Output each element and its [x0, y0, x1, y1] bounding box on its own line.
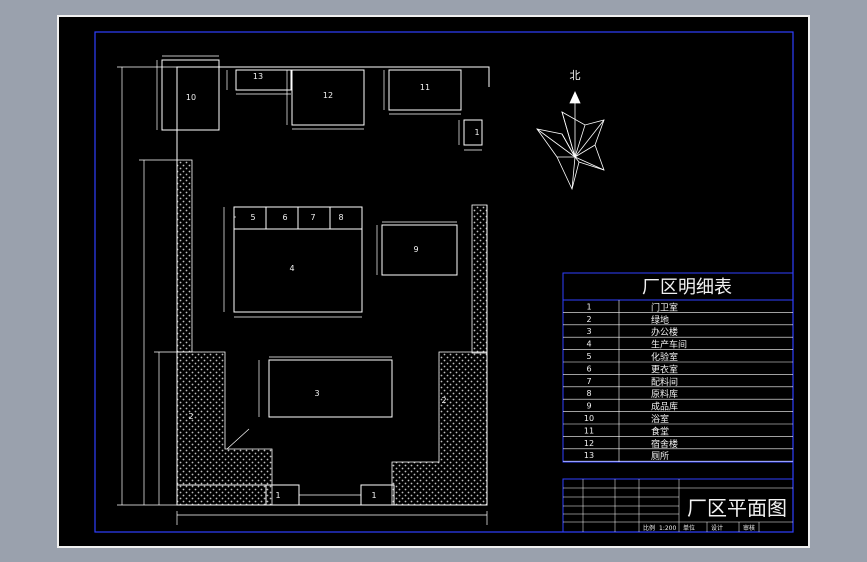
schedule-row-name: 食堂	[651, 425, 669, 437]
north-arrow	[536, 91, 605, 191]
label-building-5: 5	[250, 213, 255, 222]
schedule-row-number: 5	[586, 352, 591, 361]
schedule-row-number: 1	[586, 302, 591, 311]
schedule-row-name: 浴室	[651, 413, 669, 425]
scale-label: 比例	[643, 524, 655, 532]
schedule-row-number: 12	[584, 439, 594, 448]
label-green-right: 2	[441, 396, 446, 405]
label-building-9: 9	[413, 245, 418, 254]
building-3	[268, 359, 393, 418]
design-label: 设计	[711, 524, 723, 532]
schedule-row-number: 2	[586, 315, 591, 324]
label-green-left: 2	[188, 412, 193, 421]
label-gatehouse-left: 1	[275, 491, 280, 500]
building-9	[381, 224, 458, 276]
schedule-row-name: 成品库	[651, 401, 678, 413]
gatehouse-right	[360, 484, 395, 506]
label-building-10: 10	[186, 93, 196, 102]
schedule-row-name: 办公楼	[651, 326, 678, 338]
schedule-row-name: 原料库	[651, 388, 678, 400]
building-11	[388, 69, 462, 111]
green-belt-areas	[176, 159, 488, 506]
scale-value: 1:200	[659, 525, 676, 532]
dimension-lines	[117, 55, 488, 525]
schedule-table	[562, 272, 794, 463]
schedule-row-number: 11	[584, 426, 594, 435]
building-13	[235, 69, 292, 91]
schedule-row-number: 13	[584, 451, 594, 460]
unit-label: 单位	[683, 524, 695, 532]
drawing-sheet: 北 10 13 12 11 1 5 6 7 8 4 9 3 2 2 1 1 厂区…	[57, 15, 810, 548]
schedule-row-name: 更衣室	[651, 363, 678, 375]
schedule-row-number: 4	[586, 340, 591, 349]
label-building-3: 3	[314, 389, 319, 398]
north-label: 北	[570, 69, 581, 82]
label-building-13: 13	[253, 72, 263, 81]
label-building-11: 11	[420, 83, 430, 92]
schedule-row-name: 配料间	[651, 376, 678, 388]
site-boundary	[176, 66, 490, 506]
schedule-row-number: 10	[584, 414, 594, 423]
schedule-title: 厂区明细表	[642, 277, 732, 298]
label-building-12: 12	[323, 91, 333, 100]
schedule-row-name: 生产车间	[651, 339, 687, 351]
title-block	[562, 478, 794, 533]
label-gatehouse-right: 1	[371, 491, 376, 500]
schedule-row-number: 7	[586, 377, 591, 386]
label-building-7: 7	[310, 213, 315, 222]
label-building-8: 8	[338, 213, 343, 222]
schedule-row-number: 8	[586, 389, 591, 398]
schedule-row-name: 化验室	[651, 351, 678, 363]
drawing-title: 厂区平面图	[687, 496, 787, 520]
building-10	[161, 59, 220, 131]
schedule-row-name: 厕所	[651, 451, 669, 462]
label-building-6: 6	[282, 213, 287, 222]
label-building-1-top: 1	[474, 128, 479, 137]
building-1-top	[463, 119, 483, 146]
schedule-row-name: 绿地	[651, 314, 669, 326]
schedule-row-number: 9	[586, 402, 591, 411]
schedule-row-number: 6	[586, 364, 591, 373]
schedule-row-name: 门卫室	[651, 301, 678, 313]
green-area-right	[391, 351, 488, 506]
label-building-4: 4	[289, 264, 294, 273]
check-label: 审核	[743, 524, 755, 532]
schedule-row-name: 宿舍楼	[651, 438, 678, 450]
schedule-row-number: 3	[586, 327, 591, 336]
site-plan-drawing: 北 10 13 12 11 1 5 6 7 8 4 9 3 2 2 1 1 厂区…	[94, 31, 794, 533]
building-12	[291, 69, 365, 126]
